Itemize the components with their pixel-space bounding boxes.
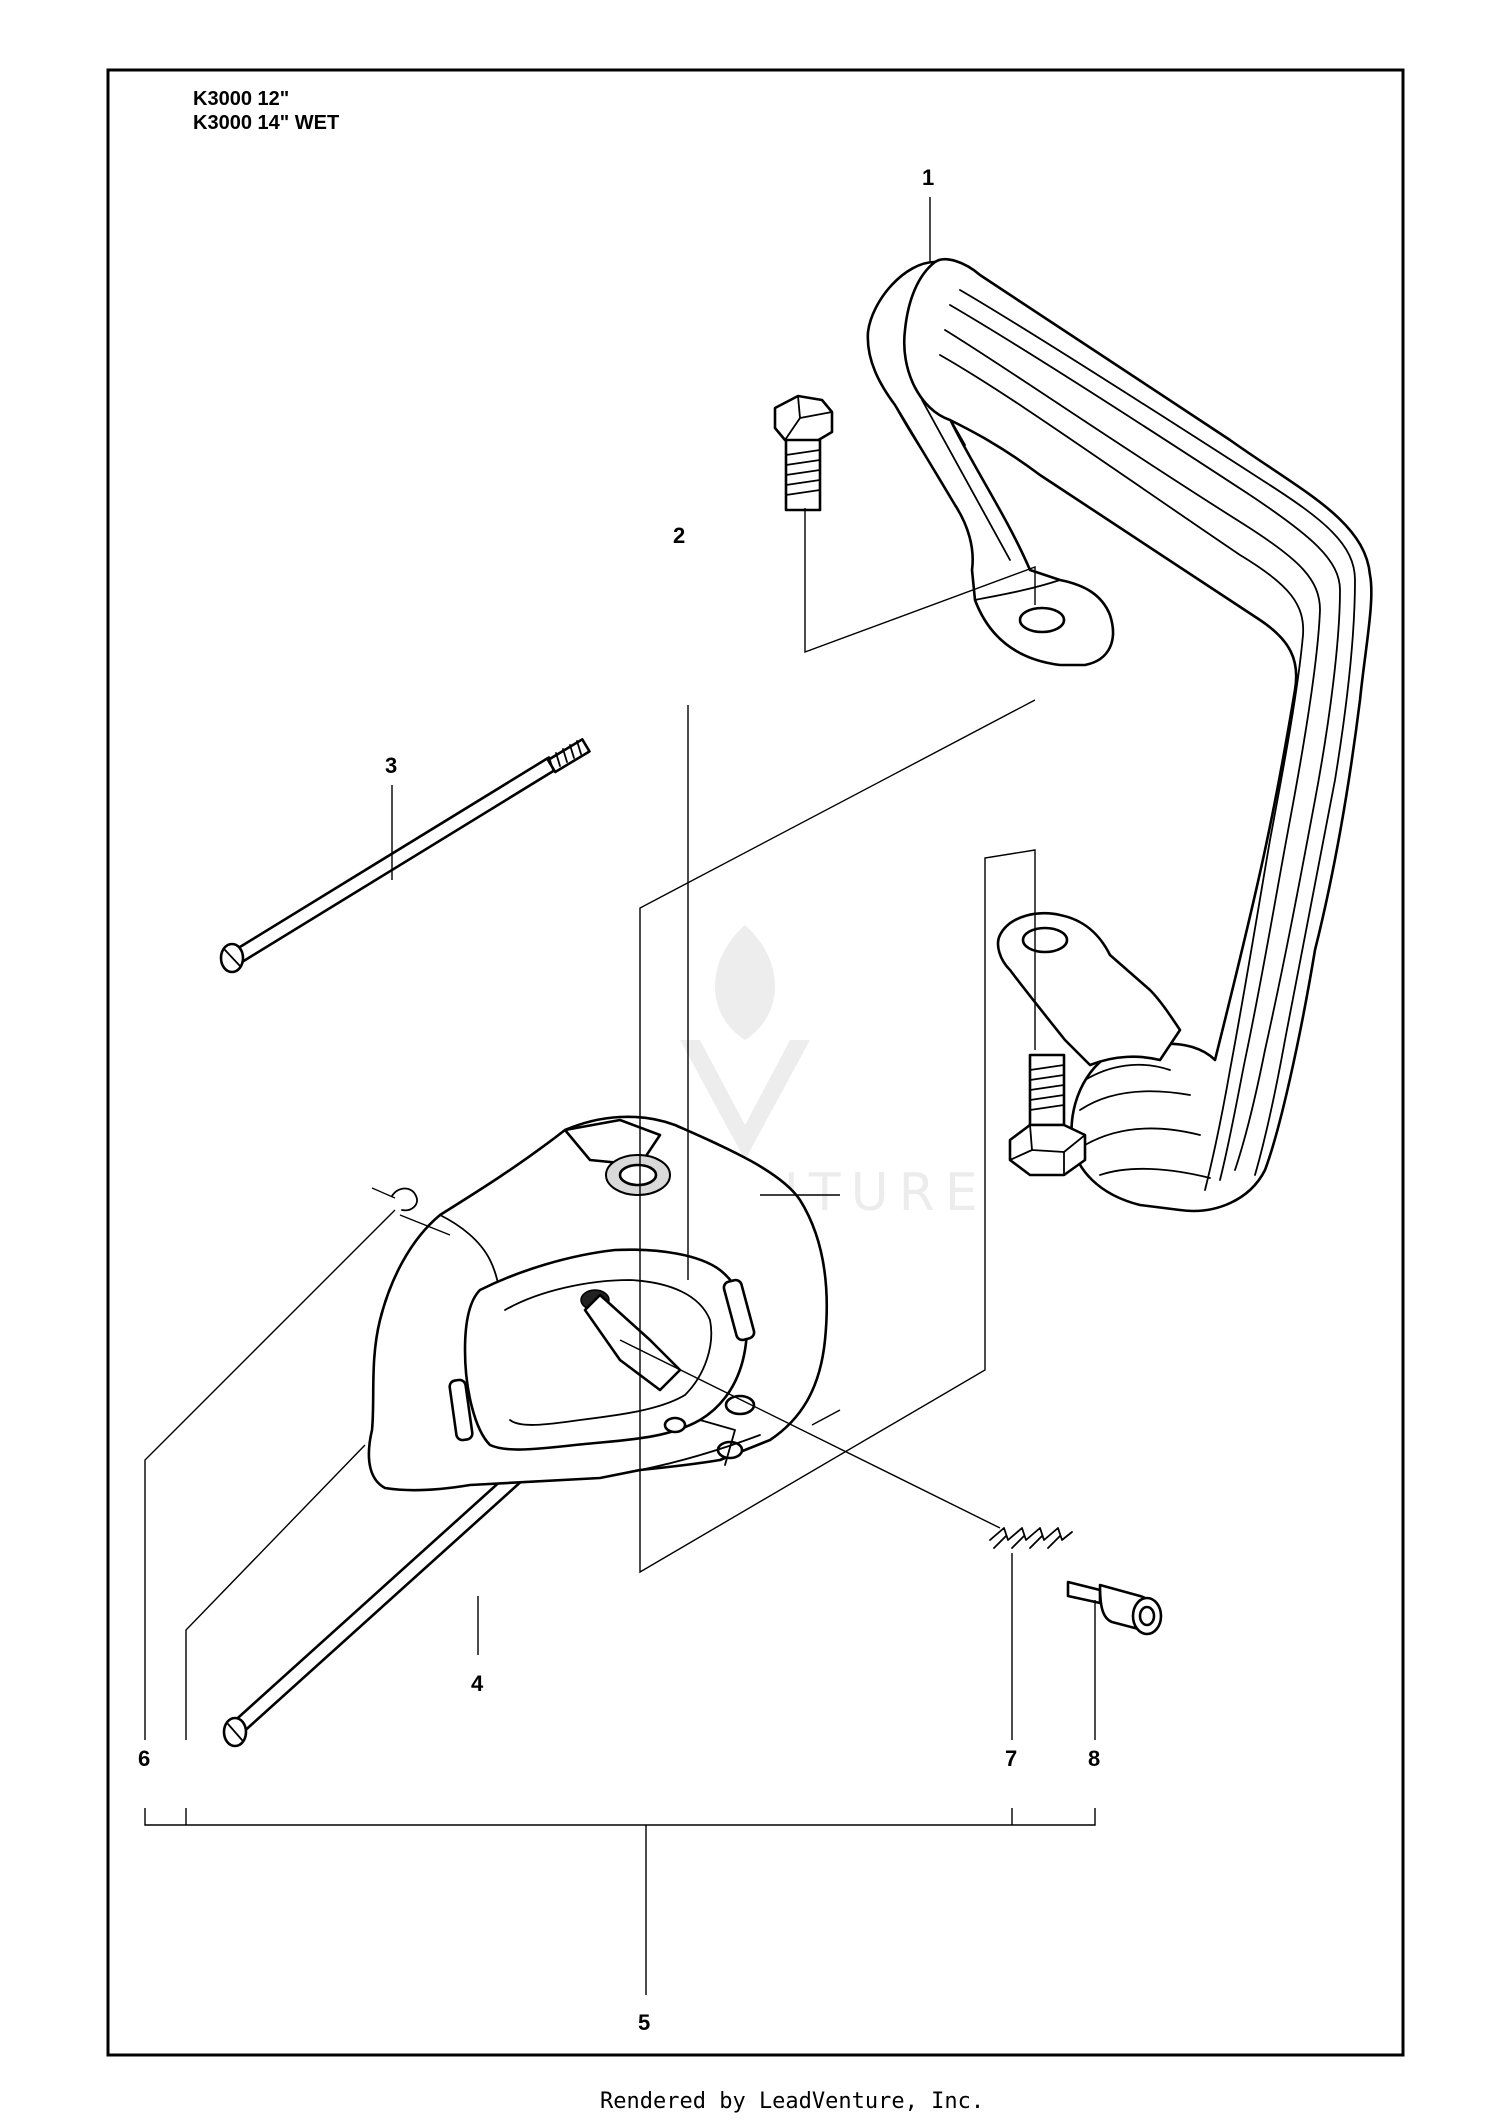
callout-4: 4: [471, 1671, 484, 1696]
model-title-line-1: K3000 12": [193, 88, 289, 110]
drawing-border: [106, 68, 1405, 2057]
callout-1: 1: [922, 165, 934, 190]
screw-part-upper: [773, 394, 834, 512]
callout-2: 2: [673, 523, 685, 548]
assembly-lines: [399, 508, 1036, 1574]
footer-credit: Rendered by LeadVenture, Inc.: [600, 2089, 984, 2114]
callout-3: 3: [385, 753, 397, 778]
spring-part: [989, 1527, 1073, 1549]
callout-7: 7: [1005, 1746, 1017, 1771]
long-bolt-upper: [219, 738, 591, 974]
clip-part: [371, 1187, 418, 1212]
callout-5: 5: [638, 2010, 650, 2035]
handle-housing-part: [367, 1115, 829, 1492]
screw-part-lower: [1008, 1053, 1087, 1177]
callout-6: 6: [138, 1746, 150, 1771]
callout-8: 8: [1088, 1746, 1100, 1771]
callout-leaders: [144, 197, 1096, 1995]
pin-part: [1066, 1580, 1163, 1636]
front-handle-part: [866, 257, 1373, 1213]
model-title-line-2: K3000 14" WET: [193, 112, 339, 134]
